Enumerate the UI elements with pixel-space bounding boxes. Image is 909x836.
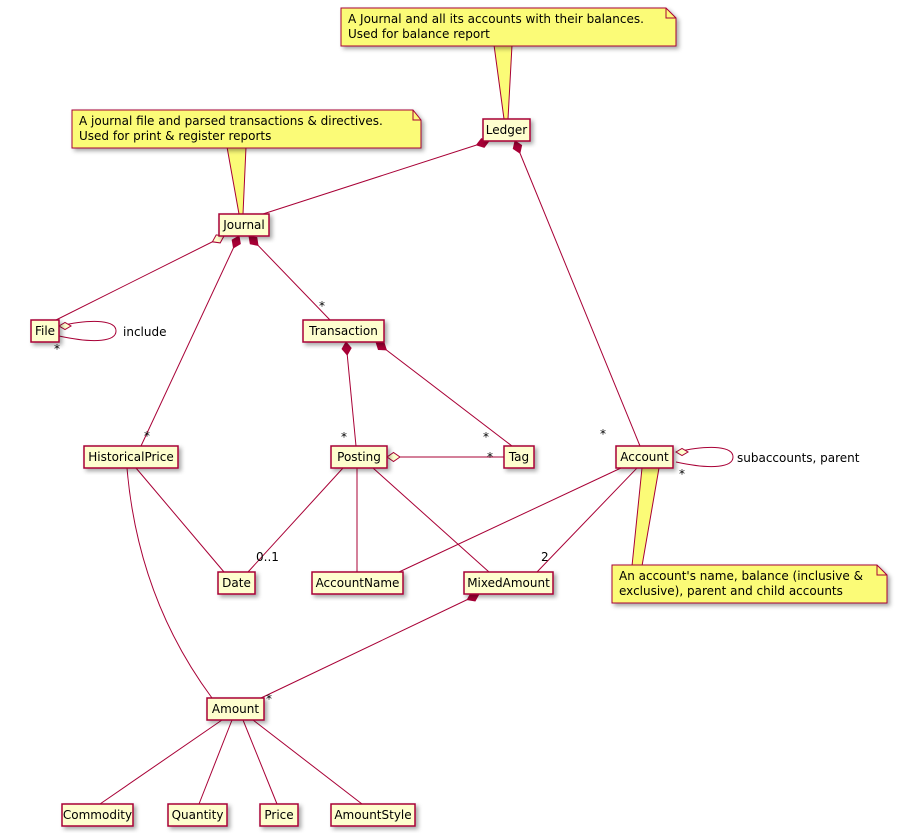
class-accountname: AccountName (311, 571, 404, 595)
edge-journal-file (55, 235, 225, 321)
edge-amount-quantity (198, 719, 233, 805)
class-tag: Tag (503, 445, 535, 469)
note-account: An account's name, balance (inclusive & … (611, 564, 888, 604)
class-quantity-label: Quantity (172, 808, 224, 822)
class-date: Date (217, 571, 256, 595)
mult-account-subaccounts: * (679, 467, 685, 481)
aggregation-diamond (58, 321, 72, 331)
class-date-label: Date (222, 576, 251, 590)
composition-diamond (512, 140, 523, 154)
composition-diamond (341, 341, 352, 356)
mult-transaction-tags: * (483, 430, 489, 444)
class-commodity: Commodity (61, 803, 134, 827)
edge-mixedamount-amount (260, 593, 480, 699)
class-account-label: Account (620, 450, 669, 464)
note-journal: A journal file and parsed transactions &… (71, 109, 422, 149)
class-amountstyle-label: AmountStyle (334, 808, 411, 822)
note-ledger-line1: A Journal and all its accounts with thei… (348, 12, 644, 26)
edge-ledger-journal (262, 140, 490, 215)
class-historicalprice: HistoricalPrice (83, 445, 179, 469)
edge-historicalprice-amount (126, 467, 213, 699)
class-price: Price (259, 803, 299, 827)
edge-transaction-tag (375, 341, 513, 447)
class-ledger: Ledger (482, 118, 531, 142)
mult-posting-date: 0..1 (256, 550, 279, 564)
edge-account-mixedamount (536, 467, 638, 573)
aggregation-diamond (386, 451, 401, 463)
class-journal: Journal (218, 213, 270, 237)
composition-diamond (231, 235, 241, 249)
composition-diamond (375, 341, 387, 351)
edge-journal-historicalprice (140, 235, 240, 447)
edge-label-include: include (123, 325, 166, 339)
note-pointer-journal (226, 146, 247, 215)
composition-diamond (248, 235, 259, 247)
note-ledger-line2: Used for balance report (348, 27, 490, 41)
class-transaction: Transaction (302, 319, 385, 343)
class-accountname-label: AccountName (316, 576, 400, 590)
edge-label-subaccounts: subaccounts, parent (737, 451, 860, 465)
note-account-line2: exclusive), parent and child accounts (619, 584, 843, 598)
class-ledger-label: Ledger (486, 123, 527, 137)
class-mixedamount: MixedAmount (463, 571, 554, 595)
notes-layer: A Journal and all its accounts with thei… (71, 7, 888, 604)
edge-account-accountname (398, 467, 622, 573)
mult-mixedamount-amounts: * (266, 692, 272, 706)
edge-amount-price (242, 719, 278, 805)
edges-layer: include * subaccounts, parent * * * * * … (54, 44, 860, 805)
note-journal-line1: A journal file and parsed transactions &… (79, 114, 383, 128)
class-amount: Amount (206, 697, 265, 721)
class-journal-label: Journal (222, 218, 265, 232)
edge-amount-commodity (99, 719, 223, 805)
edge-posting-mixedamount (372, 467, 490, 573)
mult-account-mixedamount: 2 (541, 550, 549, 564)
class-posting-label: Posting (337, 450, 381, 464)
note-account-line1: An account's name, balance (inclusive & (619, 569, 863, 583)
edge-journal-transaction (248, 235, 331, 321)
note-ledger: A Journal and all its accounts with thei… (340, 7, 677, 47)
class-quantity: Quantity (167, 803, 228, 827)
mult-ledger-accounts: * (600, 427, 606, 441)
class-historicalprice-label: HistoricalPrice (88, 450, 173, 464)
mult-file-includes: * (54, 342, 60, 356)
mult-journal-transactions: * (319, 299, 325, 313)
edge-historicalprice-date (135, 467, 225, 573)
mult-posting-tags: * (487, 450, 493, 464)
class-amountstyle: AmountStyle (330, 803, 416, 827)
edge-transaction-posting (345, 341, 357, 447)
note-pointer-ledger (493, 44, 513, 120)
class-file-label: File (35, 324, 55, 338)
class-account: Account (615, 445, 674, 469)
class-posting: Posting (330, 445, 388, 469)
class-price-label: Price (264, 808, 293, 822)
class-file: File (30, 319, 60, 343)
class-amount-label: Amount (212, 702, 259, 716)
aggregation-diamond (675, 447, 689, 457)
class-transaction-label: Transaction (308, 324, 378, 338)
nodes-layer: Ledger Journal File Transaction Historic… (30, 118, 674, 827)
class-mixedamount-label: MixedAmount (467, 576, 550, 590)
edge-amount-amountstyle (252, 719, 363, 805)
mult-journal-prices: * (144, 429, 150, 443)
edge-file-self-loop (58, 321, 117, 341)
edge-ledger-account (514, 140, 641, 447)
mult-transaction-postings: * (341, 430, 347, 444)
edge-posting-date (247, 467, 344, 573)
class-commodity-label: Commodity (63, 808, 132, 822)
note-pointer-account (631, 467, 660, 567)
edge-account-self-loop (675, 447, 734, 467)
note-journal-line2: Used for print & register reports (79, 129, 271, 143)
class-tag-label: Tag (508, 450, 529, 464)
